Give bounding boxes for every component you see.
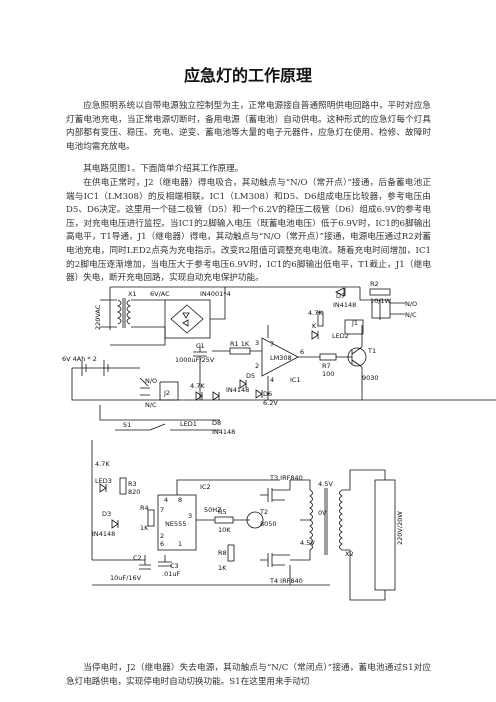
- transistor-t1: [347, 346, 367, 368]
- label-led2: LED2: [332, 332, 349, 340]
- label-c3: C3: [170, 562, 179, 570]
- label-n-o-left: N/O: [145, 377, 157, 385]
- label-k: K: [312, 322, 317, 330]
- label-lm308: LM308: [270, 354, 292, 362]
- label-ic2-pin4: 4: [164, 496, 168, 504]
- transformer-x2: [309, 488, 343, 555]
- label-d3-part: IN4148: [92, 530, 115, 538]
- label-c1-value: 1000uF/25V: [175, 356, 215, 364]
- normal-operation-paragraph: 在供电正常时，J2（继电器）得电吸合，其动触点与“N/O（常开点）”接通，后备蓄…: [66, 178, 431, 284]
- label-s1: S1: [123, 421, 131, 429]
- label-t2-part: 8050: [260, 520, 277, 528]
- label-d4-part: IN4148: [226, 386, 249, 394]
- label-r4: R4: [140, 504, 149, 512]
- label-bridge: IN4001*4: [200, 290, 231, 298]
- label-4k7-low: 4.7K: [95, 460, 110, 468]
- label-r5-value: 10K: [218, 526, 231, 534]
- label-r7: R7: [322, 362, 331, 370]
- label-x1: X1: [128, 290, 137, 298]
- label-r3-value: 820: [128, 488, 140, 496]
- label-d8: D8: [212, 419, 221, 427]
- label-t1: T1: [367, 347, 376, 355]
- label-ic2-pin6: 6: [160, 540, 164, 548]
- label-n-c-left: N/C: [145, 401, 157, 409]
- label-x2: X2: [345, 550, 354, 558]
- label-r8: R8: [218, 549, 227, 557]
- label-d8-part: IN4148: [212, 428, 235, 436]
- intro-paragraph: 应急照明系统以自带电源独立控制型为主，正常电源接自普通照明供电回路中，平时对应急…: [66, 101, 431, 152]
- label-d6: D6: [263, 390, 272, 398]
- page-title: 应急灯的工作原理: [183, 66, 312, 85]
- label-0v: 0V: [318, 509, 327, 517]
- label-ic2-pin3: 3: [188, 512, 192, 520]
- label-50hz: 50HZ: [204, 506, 222, 514]
- label-r1: R1 1K: [230, 340, 250, 348]
- label-c1: C1: [196, 342, 205, 350]
- label-c2-value: 10uF/16V: [110, 574, 142, 582]
- label-220vac: 220VAC: [94, 304, 102, 330]
- bridge-rectifier: [164, 299, 211, 339]
- label-op-pin7: 7: [270, 340, 274, 348]
- label-t2: T2: [259, 508, 268, 516]
- label-c3-value: .01uF: [162, 570, 180, 578]
- transistor-t2: [246, 511, 264, 529]
- label-6vac: 6V/AC: [150, 290, 170, 298]
- label-4k7-top: 4.7K: [308, 309, 323, 317]
- power-outage-paragraph: 当停电时，J2（继电器）失去电源，其动触点与“N/C（常闭点）”接通，蓄电池通过…: [66, 663, 431, 687]
- label-led3: LED3: [95, 477, 112, 485]
- label-op-pin3: 3: [255, 339, 259, 347]
- label-no: N/O: [405, 300, 417, 308]
- label-op-pin6: 6: [300, 348, 304, 356]
- label-op-pin4: 4: [270, 376, 274, 384]
- transformer-x1: [109, 287, 131, 330]
- label-r8-value: 1K: [218, 564, 227, 572]
- label-d7-part: IN4148: [333, 301, 356, 309]
- label-ic2-pin2: 2: [160, 532, 164, 540]
- label-d6-value: 6.2V: [263, 399, 278, 407]
- label-r5: R5: [218, 508, 227, 516]
- label-d5: D5: [246, 372, 255, 380]
- label-r7-value: 100: [322, 370, 334, 378]
- label-op-pin2: 2: [255, 362, 259, 370]
- label-nc: N/C: [405, 311, 417, 319]
- op-amp-ic1: [261, 337, 299, 377]
- label-ic2-pin7: 7: [160, 506, 164, 514]
- label-ic2-pin1: 1: [178, 540, 182, 548]
- label-d7: D7: [336, 292, 345, 300]
- label-ic2-pin8: 8: [178, 496, 182, 504]
- label-d3: D3: [102, 510, 111, 518]
- timer-ic2: [157, 494, 197, 551]
- label-r4-value: 1K: [140, 524, 149, 532]
- label-ic2: IC2: [200, 483, 211, 491]
- label-4k7-mid: 4.7K: [190, 382, 205, 390]
- label-j2: J2: [163, 389, 170, 397]
- label-t3: T3 IRF840: [269, 474, 303, 482]
- label-c2: C2: [133, 554, 142, 562]
- label-ic1: IC1: [290, 376, 301, 384]
- label-tube: 220V/20W: [396, 511, 404, 545]
- label-led1: LED1: [180, 420, 197, 428]
- label-r2-value: 10/1W: [370, 297, 392, 305]
- label-4v5-bottom: 4.5V: [300, 539, 315, 547]
- label-r3: R3: [128, 480, 137, 488]
- fluorescent-tube: [374, 479, 396, 591]
- figure-reference-paragraph: 其电路见图1。下面简单介绍其工作原理。: [83, 164, 244, 174]
- label-battery: 6V 4Ah * 2: [62, 355, 97, 363]
- label-4v5-top: 4.5V: [318, 480, 333, 488]
- label-j1: J1: [351, 319, 358, 327]
- label-t4: T4 IRF840: [269, 577, 303, 585]
- label-ne555: NE555: [165, 520, 186, 528]
- label-t1-part: 9030: [362, 374, 379, 382]
